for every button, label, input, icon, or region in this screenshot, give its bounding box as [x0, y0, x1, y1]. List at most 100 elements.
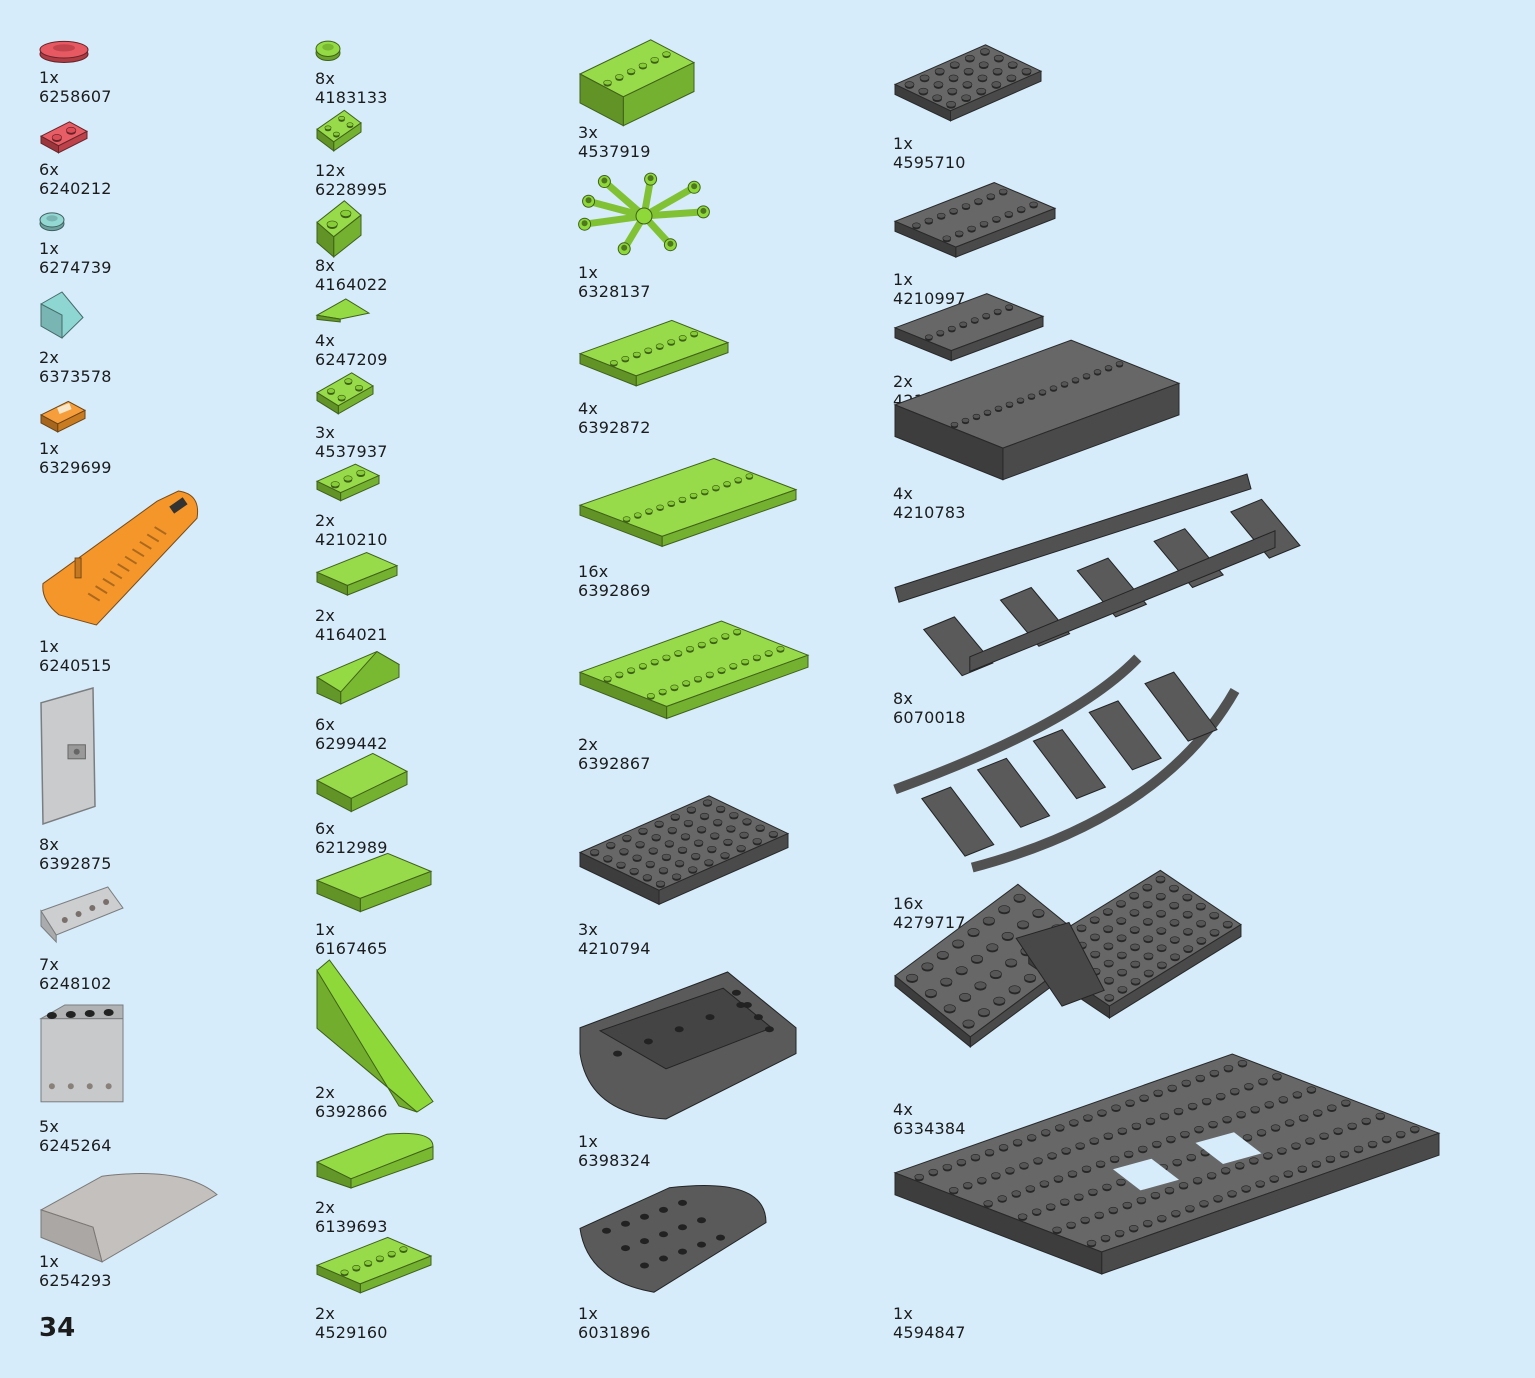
part-quantity: 1x [578, 1132, 599, 1151]
part-quantity: 3x [315, 423, 336, 442]
angle-plate-icon [315, 650, 401, 705]
plate-4x6-icon [893, 44, 1043, 122]
plate-2x12-icon [578, 612, 812, 726]
part-quantity: 2x [315, 511, 336, 530]
plate-1x8-icon [578, 315, 732, 389]
brick-1x16-icon [893, 332, 1183, 481]
part-quantity: 8x [893, 689, 914, 708]
part-quantity: 2x [315, 1304, 336, 1323]
tile-icon [315, 852, 433, 913]
plate-1x2-icon [39, 121, 89, 154]
round-plate-icon [39, 40, 89, 63]
part-quantity: 7x [39, 955, 60, 974]
part-element-id: 4164022 [315, 275, 388, 294]
part-quantity: 1x [39, 439, 60, 458]
part-quantity: 1x [578, 1304, 599, 1323]
part-element-id: 6258607 [39, 87, 112, 106]
part-element-id: 6070018 [893, 708, 966, 727]
part-quantity: 1x [893, 1304, 914, 1323]
round-plate-icon [315, 40, 341, 62]
plate-1x6-icon [315, 1236, 433, 1294]
part-element-id: 6247209 [315, 350, 388, 369]
curved-track-icon [893, 654, 1240, 873]
part-quantity: 2x [315, 1198, 336, 1217]
windscreen-icon [39, 1164, 219, 1266]
plate-2x2-icon [316, 372, 374, 415]
plate-1x2-icon [39, 120, 91, 154]
plate-1x12-icon [578, 450, 800, 554]
train-base-plate-icon [893, 1053, 1441, 1275]
page-number: 34 [39, 1313, 76, 1343]
plate-2x8-icon [893, 176, 1059, 262]
tile-icon [315, 750, 411, 813]
round-plate-icon [39, 210, 65, 232]
plate-2x12-icon [578, 620, 810, 720]
part-element-id: 6392867 [578, 754, 651, 773]
plate-1x3-icon [315, 462, 383, 502]
plate-1x8-icon [578, 319, 730, 387]
boat-bow-icon [578, 970, 798, 1122]
part-quantity: 1x [39, 239, 60, 258]
plate-4x6-icon [893, 38, 1045, 126]
plant-icon [578, 172, 710, 256]
part-quantity: 8x [315, 256, 336, 275]
part-quantity: 2x [39, 348, 60, 367]
brick-1x16-icon [893, 339, 1181, 481]
part-quantity: 1x [39, 637, 60, 656]
door-panel-icon [39, 686, 97, 826]
panel-icon [39, 884, 125, 944]
part-element-id: 4210783 [893, 503, 966, 522]
curved-slope-icon [315, 1132, 434, 1189]
part-element-id: 6299442 [315, 734, 388, 753]
part-quantity: 2x [893, 372, 914, 391]
plate-2x8-icon [893, 182, 1057, 258]
part-element-id: 4537919 [578, 142, 651, 161]
tile-printed-icon [39, 400, 87, 433]
part-quantity: 4x [893, 484, 914, 503]
part-quantity: 16x [893, 894, 924, 913]
plate-1x12-icon [578, 457, 798, 548]
part-element-id: 4279717 [893, 913, 966, 932]
part-element-id: 4594847 [893, 1323, 966, 1342]
part-element-id: 6245264 [39, 1136, 112, 1155]
tile-icon [315, 850, 435, 913]
slope-icon [40, 291, 84, 339]
tile-icon [315, 551, 399, 596]
part-quantity: 16x [578, 562, 609, 581]
train-base-ramp-icon [893, 866, 1245, 1092]
part-quantity: 6x [315, 715, 336, 734]
slope-tall-icon [316, 959, 434, 1113]
part-element-id: 6274739 [39, 258, 112, 277]
part-element-id: 6228995 [315, 180, 388, 199]
wedge-tile-icon [315, 297, 371, 323]
part-quantity: 6x [39, 160, 60, 179]
part-quantity: 2x [315, 1083, 336, 1102]
part-quantity: 1x [893, 134, 914, 153]
train-base-ramp-icon [894, 869, 1242, 1048]
part-quantity: 3x [578, 920, 599, 939]
part-quantity: 1x [39, 1252, 60, 1271]
part-element-id: 6254293 [39, 1271, 112, 1290]
part-quantity: 1x [315, 920, 336, 939]
